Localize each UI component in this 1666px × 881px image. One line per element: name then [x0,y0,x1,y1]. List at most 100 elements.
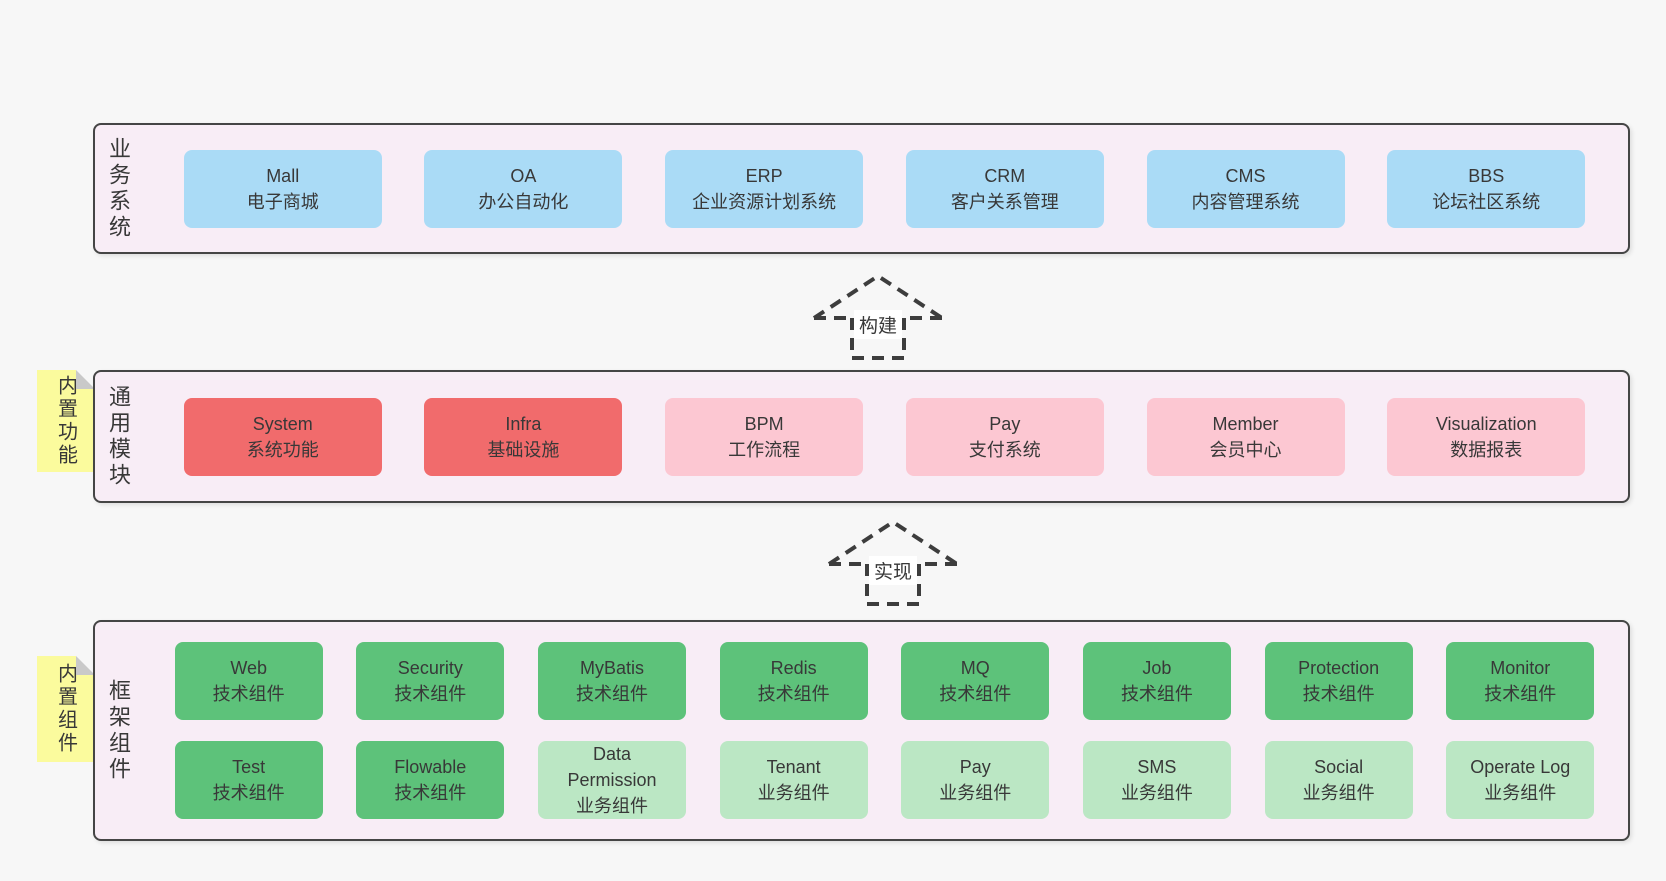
box-subtitle: 数据报表 [1450,439,1523,460]
box-title: CMS [1225,165,1266,186]
box-social: Social 业务组件 [1264,740,1413,819]
component-row-2: Test 技术组件 Flowable 技术组件 Data Permission … [141,740,1628,819]
box-tenant: Tenant 业务组件 [719,740,868,819]
dashed-up-arrow-icon [827,519,959,606]
box-title: Test [232,756,266,777]
arrow-build: 构建 [808,270,948,362]
box-title: OA [510,165,537,186]
box-title: BPM [744,413,784,434]
box-job: Job 技术组件 [1082,642,1231,721]
box-redis: Redis 技术组件 [719,642,868,721]
box-subtitle: 技术组件 [394,782,467,803]
box-subtitle: 业务组件 [575,795,648,816]
box-title: MyBatis [579,658,644,679]
box-pay-component: Pay 业务组件 [901,740,1050,819]
box-title: Tenant [766,756,821,777]
box-subtitle: 技术组件 [394,684,467,705]
box-security: Security 技术组件 [356,642,505,721]
box-title: CRM [984,165,1026,186]
box-title: Pay [989,413,1021,434]
arrow-label: 构建 [853,310,903,339]
band-rows: Web 技术组件 Security 技术组件 MyBatis 技术组件 Redi… [141,622,1628,839]
box-subtitle: 内容管理系统 [1191,191,1300,212]
band-label: 框架组件 [106,678,131,783]
box-title: Visualization [1435,413,1537,434]
band-framework-components: 框架组件 Web 技术组件 Security 技术组件 MyBatis 技术组件… [93,620,1630,841]
box-subtitle: 业务组件 [1302,782,1375,803]
box-mybatis: MyBatis 技术组件 [537,642,686,721]
box-operate-log: Operate Log 业务组件 [1446,740,1595,819]
box-member: Member 会员中心 [1146,397,1345,476]
band-business-systems: 业务系统 Mall 电子商城 OA 办公自动化 ERP 企业资源计划系统 CRM… [93,123,1630,254]
box-erp: ERP 企业资源计划系统 [665,149,864,228]
box-data-permission: Data Permission 业务组件 [537,740,686,819]
arrow-label: 实现 [868,556,918,585]
box-infra: Infra 基础设施 [424,397,623,476]
box-subtitle: 技术组件 [212,782,285,803]
box-flowable: Flowable 技术组件 [356,740,505,819]
box-title: Social [1314,756,1364,777]
box-visualization: Visualization 数据报表 [1387,397,1586,476]
box-title: Security [397,658,463,679]
sticky-note-built-in-components: 内置组件 [37,656,95,762]
arrow-implement: 实现 [823,516,963,608]
box-test: Test 技术组件 [174,740,323,819]
box-cms: CMS 内容管理系统 [1146,149,1345,228]
box-pay: Pay 支付系统 [905,397,1104,476]
box-title: Job [1142,658,1172,679]
box-subtitle: 系统功能 [246,439,319,460]
box-bpm: BPM 工作流程 [665,397,864,476]
box-monitor: Monitor 技术组件 [1446,642,1595,721]
box-title: Infra [505,413,542,434]
box-subtitle: 会员中心 [1209,439,1282,460]
box-sms: SMS 业务组件 [1082,740,1231,819]
box-subtitle: 办公自动化 [478,191,569,212]
sticky-note-built-in-features: 内置功能 [37,370,95,472]
component-row-1: Web 技术组件 Security 技术组件 MyBatis 技术组件 Redi… [141,642,1628,721]
box-subtitle: 论坛社区系统 [1432,191,1541,212]
box-subtitle: 技术组件 [939,684,1012,705]
box-mq: MQ 技术组件 [901,642,1050,721]
box-title: Redis [770,658,817,679]
box-title: Protection [1298,658,1380,679]
dashed-up-arrow-icon [812,273,944,360]
box-subtitle: 业务组件 [1484,782,1557,803]
box-web: Web 技术组件 [174,642,323,721]
box-subtitle: 技术组件 [212,684,285,705]
box-title: Operate Log [1470,756,1571,777]
box-title: Member [1212,413,1279,434]
box-protection: Protection 技术组件 [1264,642,1413,721]
box-mall: Mall 电子商城 [183,149,382,228]
box-title: Flowable [394,756,467,777]
box-title: SMS [1137,756,1177,777]
box-bbs: BBS 论坛社区系统 [1387,149,1586,228]
box-subtitle: 技术组件 [1484,684,1557,705]
box-subtitle: 技术组件 [1302,684,1375,705]
sticky-note-label: 内置组件 [54,663,77,755]
box-title: Monitor [1490,658,1551,679]
box-title: ERP [745,165,783,186]
box-title: System [252,413,313,434]
box-title: Pay [959,756,991,777]
band-boxes: Mall 电子商城 OA 办公自动化 ERP 企业资源计划系统 CRM 客户关系… [141,125,1628,252]
box-subtitle: 技术组件 [575,684,648,705]
band-common-modules: 通用模块 System 系统功能 Infra 基础设施 BPM 工作流程 Pay… [93,370,1630,503]
box-subtitle: 电子商城 [246,191,319,212]
box-subtitle: 业务组件 [757,782,830,803]
band-label: 业务系统 [106,136,131,241]
box-subtitle: 基础设施 [487,439,560,460]
box-system: System 系统功能 [183,397,382,476]
band-boxes: System 系统功能 Infra 基础设施 BPM 工作流程 Pay 支付系统… [141,372,1628,501]
sticky-note-label: 内置功能 [54,375,77,467]
box-subtitle: 工作流程 [728,439,801,460]
box-title: Data Permission [567,743,657,790]
box-subtitle: 技术组件 [1120,684,1193,705]
box-title: BBS [1468,165,1505,186]
band-label: 通用模块 [106,384,131,489]
box-title: MQ [960,658,990,679]
box-crm: CRM 客户关系管理 [905,149,1104,228]
box-subtitle: 企业资源计划系统 [692,191,837,212]
box-subtitle: 业务组件 [1120,782,1193,803]
box-title: Mall [266,165,300,186]
